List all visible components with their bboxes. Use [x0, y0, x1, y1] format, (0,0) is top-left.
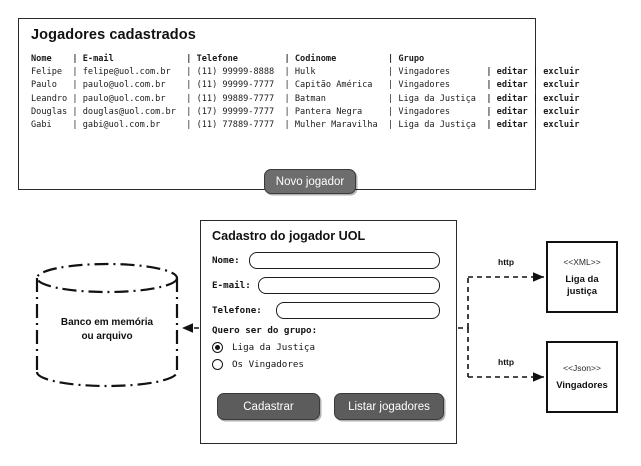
group-legend: Quero ser do grupo: — [212, 325, 318, 336]
database-label-line2: ou arquivo — [81, 331, 133, 342]
table-header-row: Nome | E-mail | Telefone | Codinome | Gr… — [31, 53, 579, 66]
database-label: Banco em memória ou arquivo — [33, 316, 181, 344]
submit-button[interactable]: Cadastrar — [217, 393, 320, 420]
telefone-label: Telefone: — [212, 305, 262, 316]
radio-option-liga-da-justica[interactable]: Liga da Justiça — [212, 342, 315, 353]
database-label-line1: Banco em memória — [60, 317, 154, 328]
xml-box-name: Liga da justiça — [565, 274, 598, 298]
http-label-json: http — [498, 357, 515, 367]
page-title: Jogadores cadastrados — [31, 27, 196, 43]
table-row: Felipe | felipe@uol.com.br | (11) 99999-… — [31, 66, 579, 79]
new-player-button[interactable]: Novo jogador — [264, 169, 356, 194]
delete-link[interactable]: | excluir — [532, 67, 580, 78]
email-input[interactable] — [258, 277, 440, 294]
xml-output-box: <<XML>> Liga da justiça — [546, 241, 618, 313]
registration-form-panel: Cadastro do jogador UOL Nome: E-mail: Te… — [200, 220, 457, 444]
json-box-name: Vingadores — [556, 380, 608, 392]
json-output-box: <<Json>> Vingadores — [546, 341, 618, 413]
nome-label: Nome: — [212, 255, 240, 266]
table-row-cells: Leandro | paulo@uol.com.br | (11) 99889-… — [31, 93, 487, 104]
json-stereotype: <<Json>> — [563, 362, 601, 373]
telefone-input[interactable] — [276, 302, 440, 319]
table-row-cells: Paulo | paulo@uol.com.br | (11) 99999-77… — [31, 80, 487, 91]
radio-label-vingadores: Os Vingadores — [232, 359, 304, 370]
delete-link[interactable]: | excluir — [532, 93, 580, 104]
cylinder-top-ellipse — [35, 262, 179, 294]
players-table: Nome | E-mail | Telefone | Codinome | Gr… — [31, 53, 579, 132]
radio-label-liga: Liga da Justiça — [232, 342, 315, 353]
list-players-button[interactable]: Listar jogadores — [334, 393, 444, 420]
cylinder-bottom-arc — [35, 371, 179, 388]
delete-link[interactable]: | excluir — [532, 106, 580, 117]
table-row: Leandro | paulo@uol.com.br | (11) 99889-… — [31, 93, 579, 106]
table-header-cells: Nome | E-mail | Telefone | Codinome | Gr… — [31, 54, 487, 64]
database-cylinder — [33, 262, 181, 388]
table-row-cells: Gabi | gabi@uol.com.br | (11) 77889-7777… — [31, 120, 487, 131]
email-field-row: E-mail: — [212, 276, 251, 295]
email-label: E-mail: — [212, 280, 251, 291]
radio-option-os-vingadores[interactable]: Os Vingadores — [212, 359, 304, 370]
http-label-xml: http — [498, 257, 515, 267]
json-name-line1: Vingadores — [556, 379, 608, 391]
edit-link[interactable]: | editar — [486, 80, 533, 91]
radio-unselected-icon[interactable] — [212, 359, 223, 370]
table-row: Gabi | gabi@uol.com.br | (11) 77889-7777… — [31, 119, 579, 132]
table-row-cells: Felipe | felipe@uol.com.br | (11) 99999-… — [31, 67, 487, 78]
xml-name-line1: Liga da — [565, 273, 599, 285]
table-row: Douglas | douglas@uol.com.br | (17) 9999… — [31, 106, 579, 119]
xml-name-line2: justiça — [566, 285, 598, 297]
edit-link[interactable]: | editar — [486, 67, 533, 78]
table-row-cells: Douglas | douglas@uol.com.br | (17) 9999… — [31, 106, 487, 117]
players-panel: Jogadores cadastrados Nome | E-mail | Te… — [18, 18, 579, 194]
form-title: Cadastro do jogador UOL — [212, 229, 366, 243]
nome-field-row: Nome: — [212, 251, 240, 270]
xml-stereotype: <<XML>> — [563, 256, 601, 267]
edit-link[interactable]: | editar — [486, 93, 533, 104]
table-row: Paulo | paulo@uol.com.br | (11) 99999-77… — [31, 79, 579, 92]
edit-link[interactable]: | editar — [486, 106, 533, 117]
nome-input[interactable] — [249, 252, 440, 269]
delete-link[interactable]: | excluir — [532, 120, 580, 131]
telefone-field-row: Telefone: — [212, 301, 262, 320]
radio-selected-icon[interactable] — [212, 342, 223, 353]
delete-link[interactable]: | excluir — [532, 80, 580, 91]
edit-link[interactable]: | editar — [486, 120, 533, 131]
